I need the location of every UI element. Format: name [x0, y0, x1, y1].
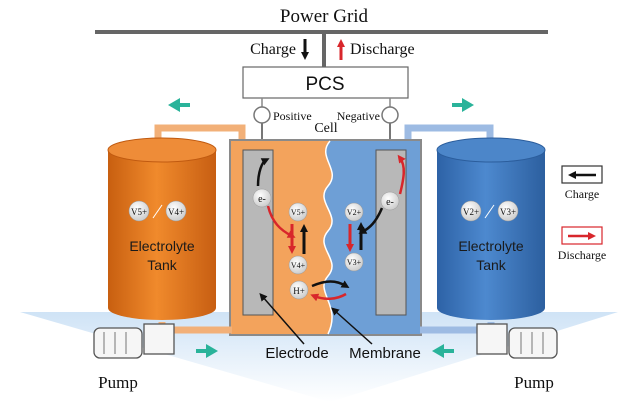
left-cell-ion-top	[288, 202, 308, 222]
right-tank	[437, 150, 545, 320]
pipe-right-top	[404, 124, 494, 145]
left-cell-ion-bottom	[288, 255, 308, 275]
proton-label: H+	[293, 286, 305, 296]
right-tank-label-line2: Tank	[476, 257, 507, 273]
right-tank-ion-b-label: V3+	[500, 207, 516, 217]
proton-discharge-arrow	[310, 292, 347, 302]
power-grid-label: Power Grid	[280, 6, 369, 27]
right-cell-ion-top-label: V2+	[347, 208, 362, 217]
left-electron	[252, 188, 272, 208]
right-charge-curve	[358, 207, 384, 234]
positive-label: Positive	[273, 109, 312, 123]
membrane-label: Membrane	[349, 345, 421, 362]
left-tank-ion-a	[128, 200, 150, 222]
right-pump-motor	[508, 327, 558, 359]
left-tank-label-line2: Tank	[147, 257, 178, 273]
flow-arrow-top-left	[168, 98, 190, 112]
negative-terminal	[381, 106, 399, 124]
proton	[289, 280, 309, 300]
electrode-label: Electrode	[265, 345, 328, 362]
cell-label: Cell	[314, 121, 337, 136]
right-cell-ion-bottom	[344, 252, 364, 272]
flow-arrow-bottom-right	[432, 344, 454, 358]
left-cell-ion-bottom-label: V4+	[291, 261, 306, 270]
proton-charge-arrow	[311, 280, 350, 289]
right-tank-ion-a-label: V2+	[463, 207, 479, 217]
right-cell-ion-bottom-label: V3+	[347, 258, 362, 267]
flow-arrow-bottom-left	[196, 344, 218, 358]
left-charge-curve	[256, 158, 270, 187]
left-electron-label: e-	[258, 194, 266, 205]
membrane-pointer	[331, 307, 373, 345]
membrane	[323, 140, 334, 335]
right-tank-label-line1: Electrolyte	[458, 238, 524, 254]
pump-left-label: Pump	[98, 373, 138, 392]
left-tank-top	[107, 137, 217, 163]
right-cell-ion-top	[344, 202, 364, 222]
pcs-label: PCS	[305, 74, 344, 95]
electrode-pointer	[259, 292, 305, 345]
negative-electrode	[375, 149, 407, 316]
left-tank-ion-a-label: V5+	[131, 207, 147, 217]
cell-frame	[229, 139, 422, 336]
left-tank-slash	[152, 204, 163, 219]
right-pump-head	[476, 323, 508, 355]
right-tank-slash	[484, 204, 495, 219]
flow-arrow-top-right	[452, 98, 474, 112]
discharge-label: Discharge	[350, 41, 415, 58]
pump-right-label: Pump	[514, 373, 554, 392]
positive-terminal	[253, 106, 271, 124]
left-tank-label-line1: Electrolyte	[129, 238, 195, 254]
negative-label: Negative	[337, 109, 380, 123]
left-discharge-curve	[266, 205, 296, 238]
right-tank-top	[436, 137, 546, 163]
left-pump-motor	[93, 327, 143, 359]
left-pump-head	[143, 323, 175, 355]
pipe-left-top	[154, 124, 246, 145]
left-tank-ion-b-label: V4+	[168, 207, 184, 217]
right-electron-label: e-	[386, 197, 394, 208]
legend-charge-label: Charge	[565, 187, 599, 201]
right-discharge-curve	[397, 154, 406, 195]
left-tank-ion-b	[165, 200, 187, 222]
legend-discharge-label: Discharge	[558, 248, 606, 262]
left-cell-ion-top-label: V5+	[291, 208, 306, 217]
right-tank-ion-b	[497, 200, 519, 222]
charge-label: Charge	[250, 41, 296, 58]
pcs-box	[242, 66, 409, 99]
left-tank	[108, 150, 216, 320]
right-tank-ion-a	[460, 200, 482, 222]
right-electron	[380, 191, 400, 211]
